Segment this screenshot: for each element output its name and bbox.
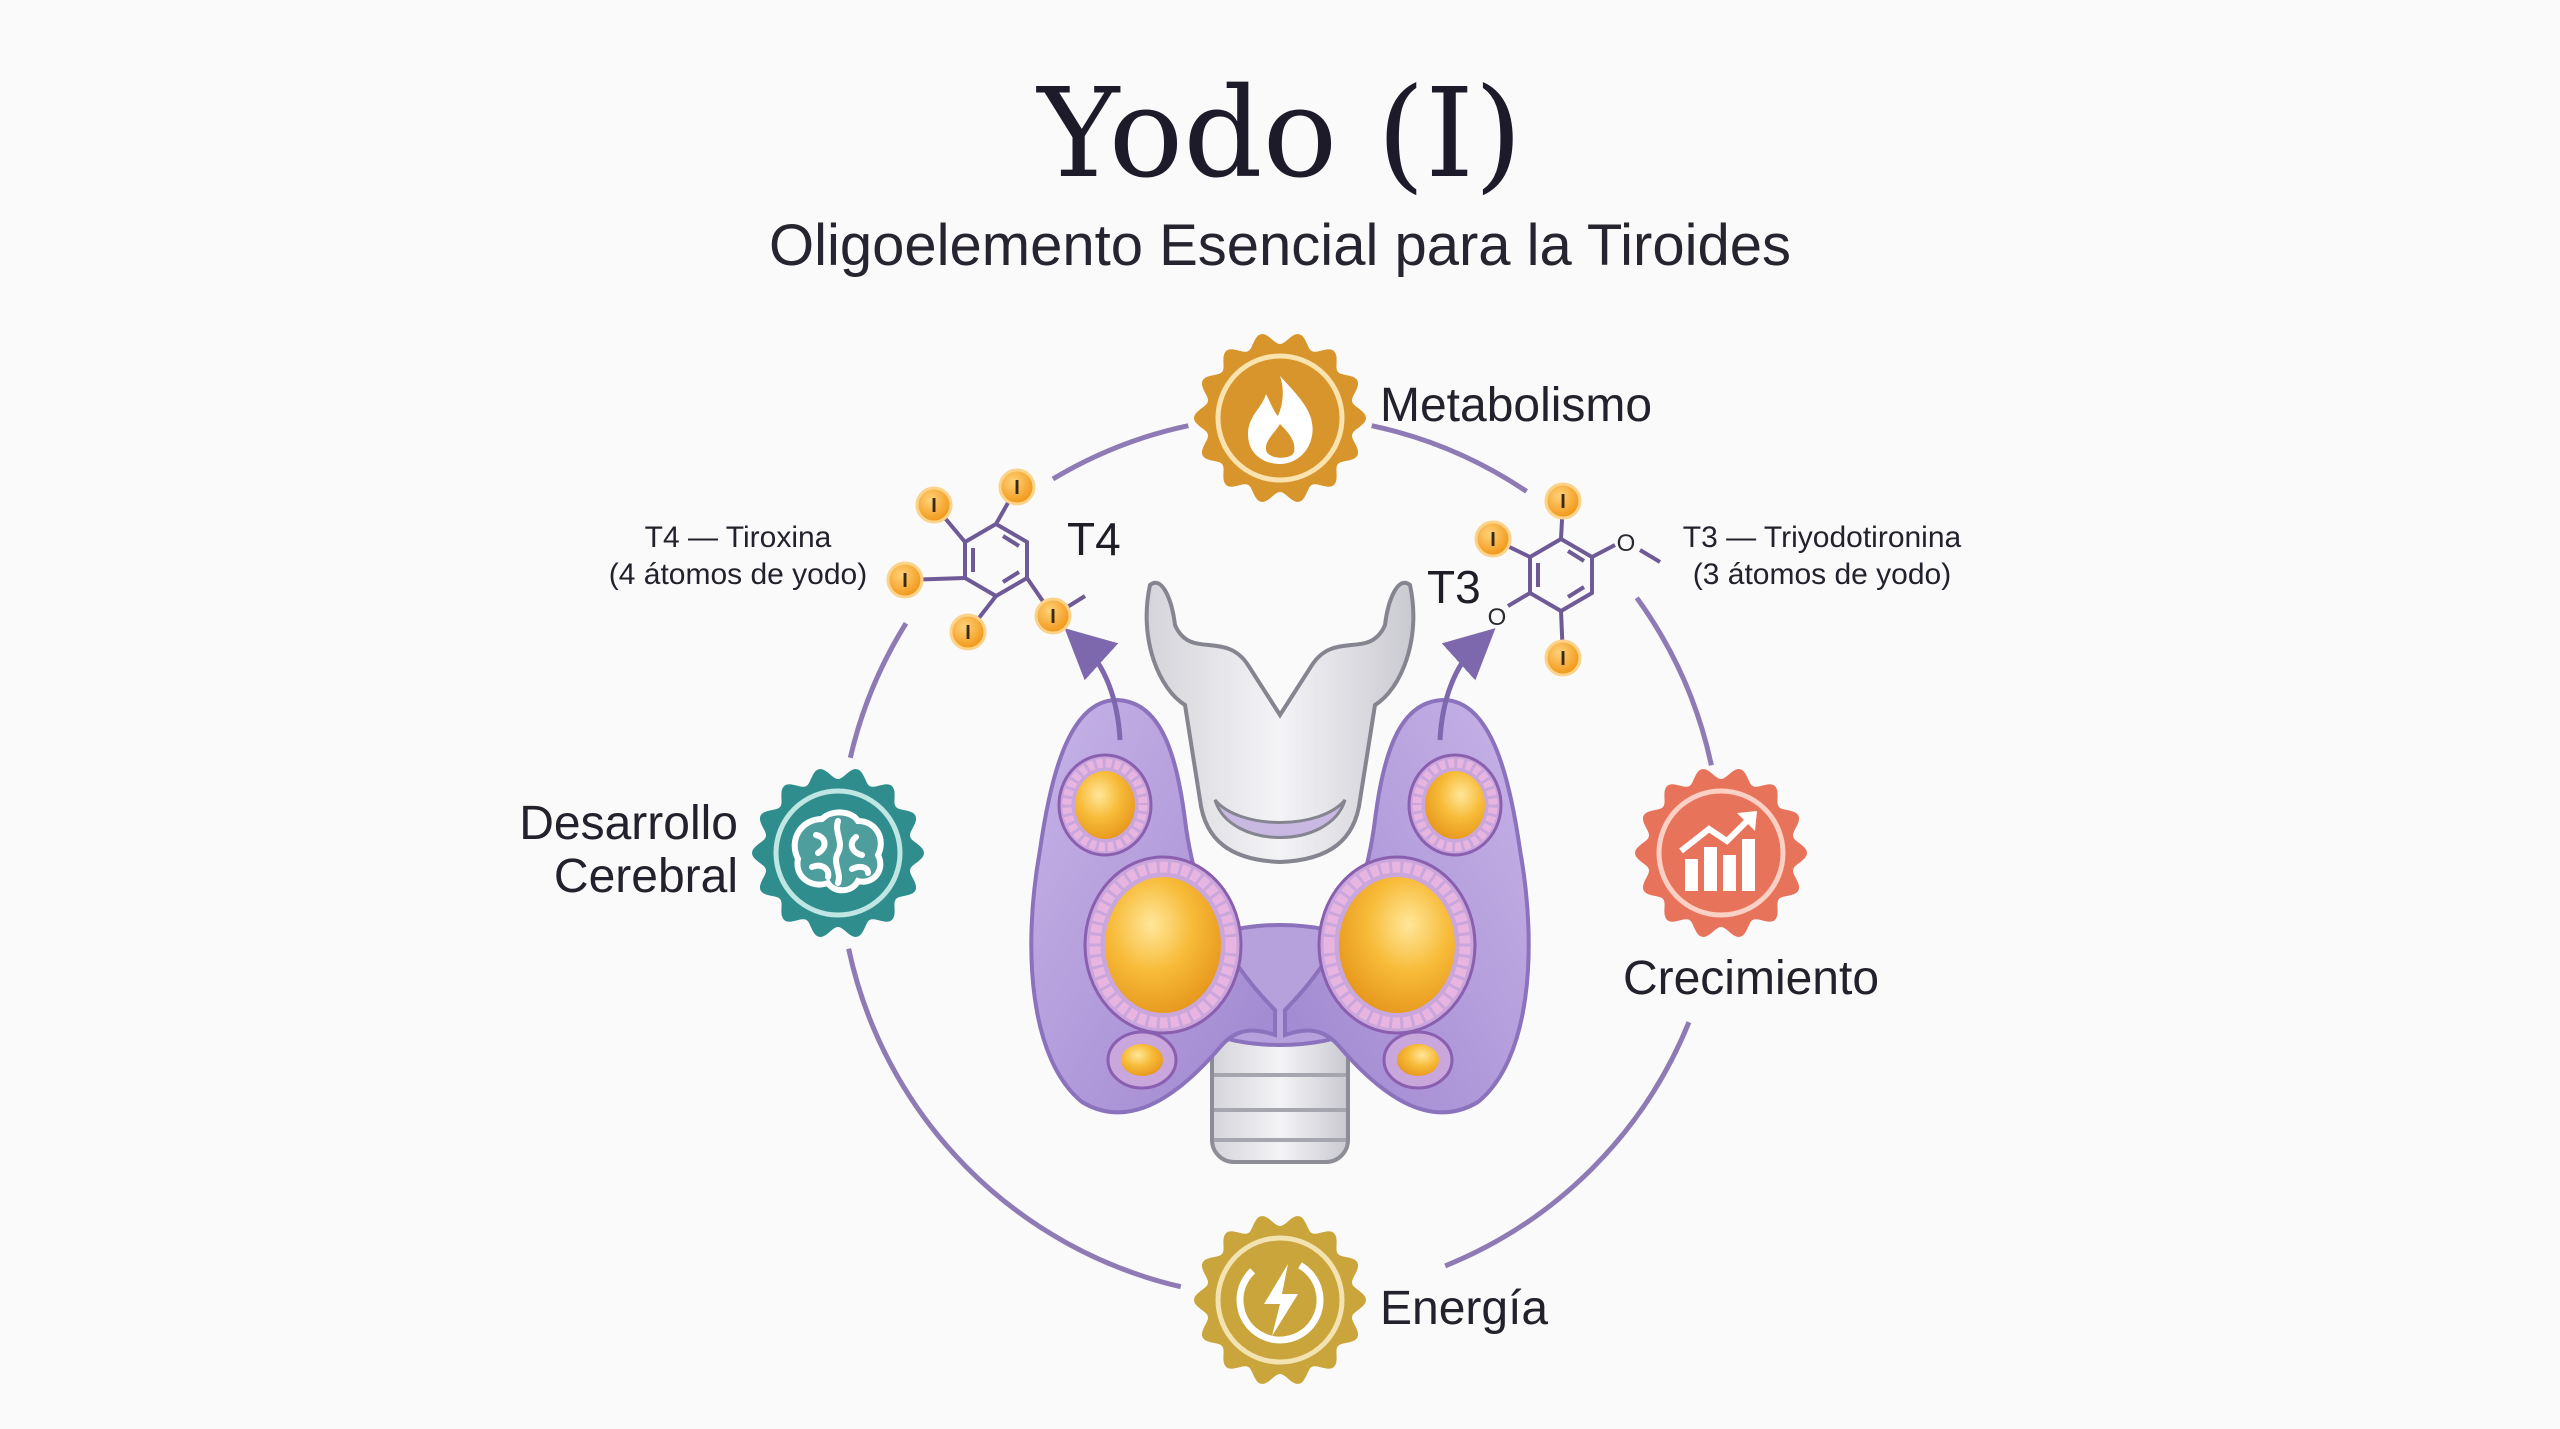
energy-badge [1194, 1216, 1366, 1384]
iodine-atom-label: I [1014, 477, 1020, 499]
t3-short-label: T3 [1427, 561, 1481, 613]
larynx [1144, 580, 1416, 865]
iodine-atom-label: I [931, 495, 937, 517]
thyroid-illustration [1029, 580, 1531, 1164]
cycle-arc [1051, 423, 1189, 482]
thyroid-left-lobe [1029, 697, 1277, 1115]
cycle-ring [846, 423, 1714, 1290]
brain-icon [791, 809, 884, 894]
t3-detail: (3 átomos de yodo) [1693, 558, 1951, 591]
t4-release-arrow [1064, 628, 1123, 741]
brain-label-line1: Desarrollo [519, 797, 738, 850]
t3-molecule: I I I O O [1474, 482, 1662, 677]
cycle-arc [846, 948, 1182, 1290]
iodine-atom-label: I [1560, 648, 1566, 670]
oxygen-atom: O [1617, 530, 1636, 557]
cycle-arc [1371, 423, 1528, 494]
growth-label: Crecimiento [1623, 952, 1879, 1005]
iodine-atom-label: I [1560, 491, 1566, 513]
t4-short-label: T4 [1067, 513, 1121, 565]
iodine-atom-label: I [1490, 529, 1496, 551]
oxygen-atom: O [1488, 604, 1507, 631]
brain-label-line2: Cerebral [554, 850, 738, 903]
brain-badge [752, 769, 924, 937]
page-subtitle: Oligoelemento Esencial para la Tiroides [769, 213, 1791, 278]
iodine-atom-label: I [1050, 606, 1056, 628]
iodine-atom-label: I [965, 622, 971, 644]
energy-label: Energía [1380, 1282, 1548, 1335]
iodine-atom [1544, 482, 1582, 520]
flame-icon [1248, 376, 1313, 464]
cycle-arc [1634, 596, 1714, 766]
page-title: Yodo (I) [1036, 62, 1523, 206]
t4-detail: (4 átomos de yodo) [609, 558, 867, 591]
t4-name: T4 — Tiroxina [645, 521, 832, 554]
thyroid-right-lobe [1283, 697, 1531, 1115]
metabolism-badge [1194, 334, 1366, 502]
t4-molecule: I I I I I [886, 468, 1087, 651]
growth-chart-icon [1679, 811, 1757, 891]
t3-name: T3 — Triyodotironina [1683, 521, 1962, 554]
lightning-icon [1236, 1256, 1324, 1344]
metabolism-label: Metabolismo [1380, 379, 1652, 432]
growth-badge [1635, 769, 1807, 937]
iodine-atom [915, 486, 953, 524]
iodine-atom [886, 561, 924, 599]
iodine-atom [1544, 639, 1582, 677]
iodine-atom [949, 613, 987, 651]
cycle-arc [847, 621, 909, 759]
iodine-atom-label: I [902, 570, 908, 592]
iodine-atom [998, 468, 1036, 506]
iodine-atom [1474, 520, 1512, 558]
iodine-atom [1034, 597, 1072, 635]
cycle-arc [1444, 1021, 1692, 1269]
t3-release-arrow [1437, 628, 1496, 741]
